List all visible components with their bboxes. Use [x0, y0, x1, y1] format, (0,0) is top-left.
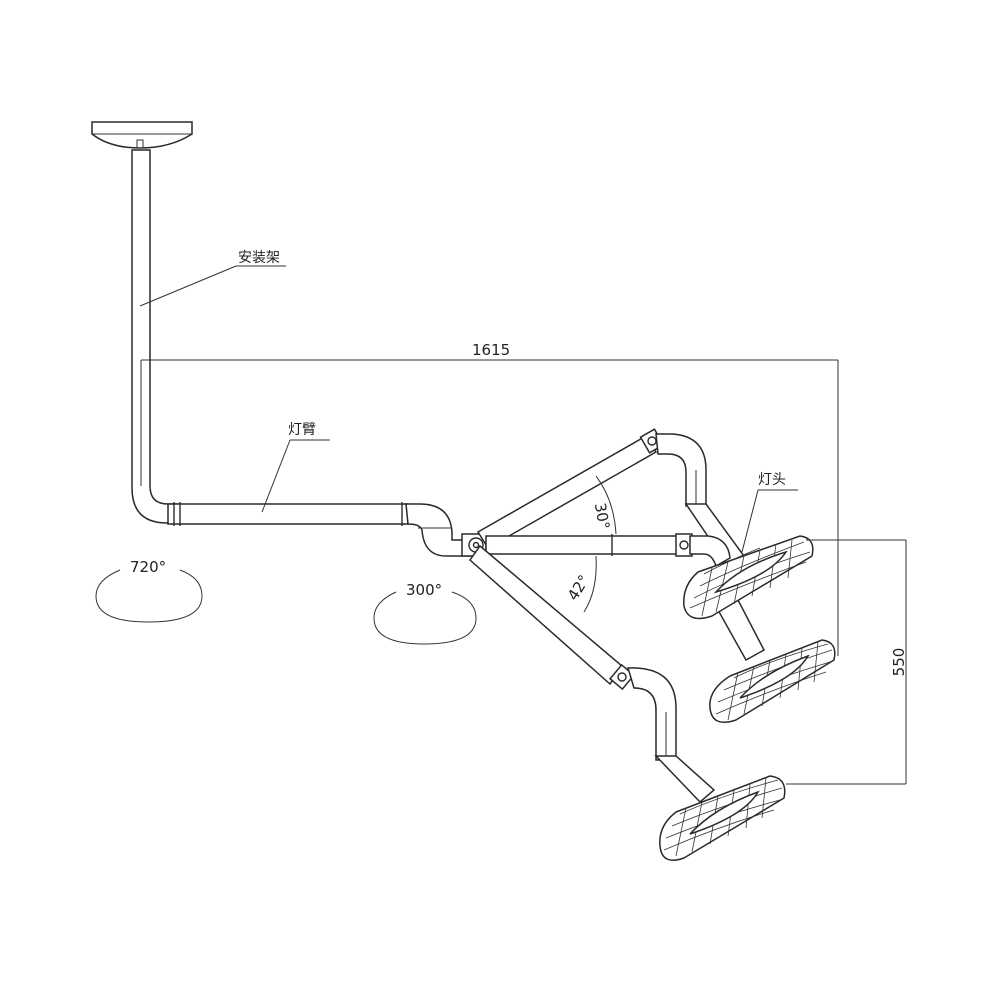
mount-rotation-label: 720°	[130, 558, 166, 576]
width-dimension	[141, 359, 839, 656]
head-leader	[741, 489, 798, 553]
lower-angle-arc	[583, 555, 597, 613]
lamp-head-middle	[709, 639, 836, 723]
lower-angle-label: 42°	[564, 572, 593, 604]
arm-rotation-ellipse	[373, 591, 477, 645]
arm-label: 灯臂	[288, 422, 316, 438]
head-label: 灯头	[758, 472, 786, 488]
lamp-head-lower	[659, 775, 786, 861]
height-dimension	[786, 539, 907, 785]
arm-rotation-label: 300°	[406, 581, 442, 599]
upper-angle-label: 30°	[591, 501, 613, 530]
mount-rotation-ellipse	[95, 569, 203, 623]
upper-angle-arc	[595, 475, 617, 535]
upper-arm	[476, 428, 746, 568]
middle-arm	[485, 533, 766, 662]
arm-leader	[261, 439, 330, 513]
width-dimension-label: 1615	[472, 341, 510, 359]
mount-tube	[131, 149, 179, 524]
ceiling-mount-plate	[91, 121, 193, 149]
mount-label: 安装架	[238, 250, 280, 266]
height-dimension-label: 550	[890, 648, 908, 677]
mount-leader	[139, 265, 286, 307]
horizontal-arm	[167, 502, 471, 557]
lower-arm	[468, 544, 716, 804]
